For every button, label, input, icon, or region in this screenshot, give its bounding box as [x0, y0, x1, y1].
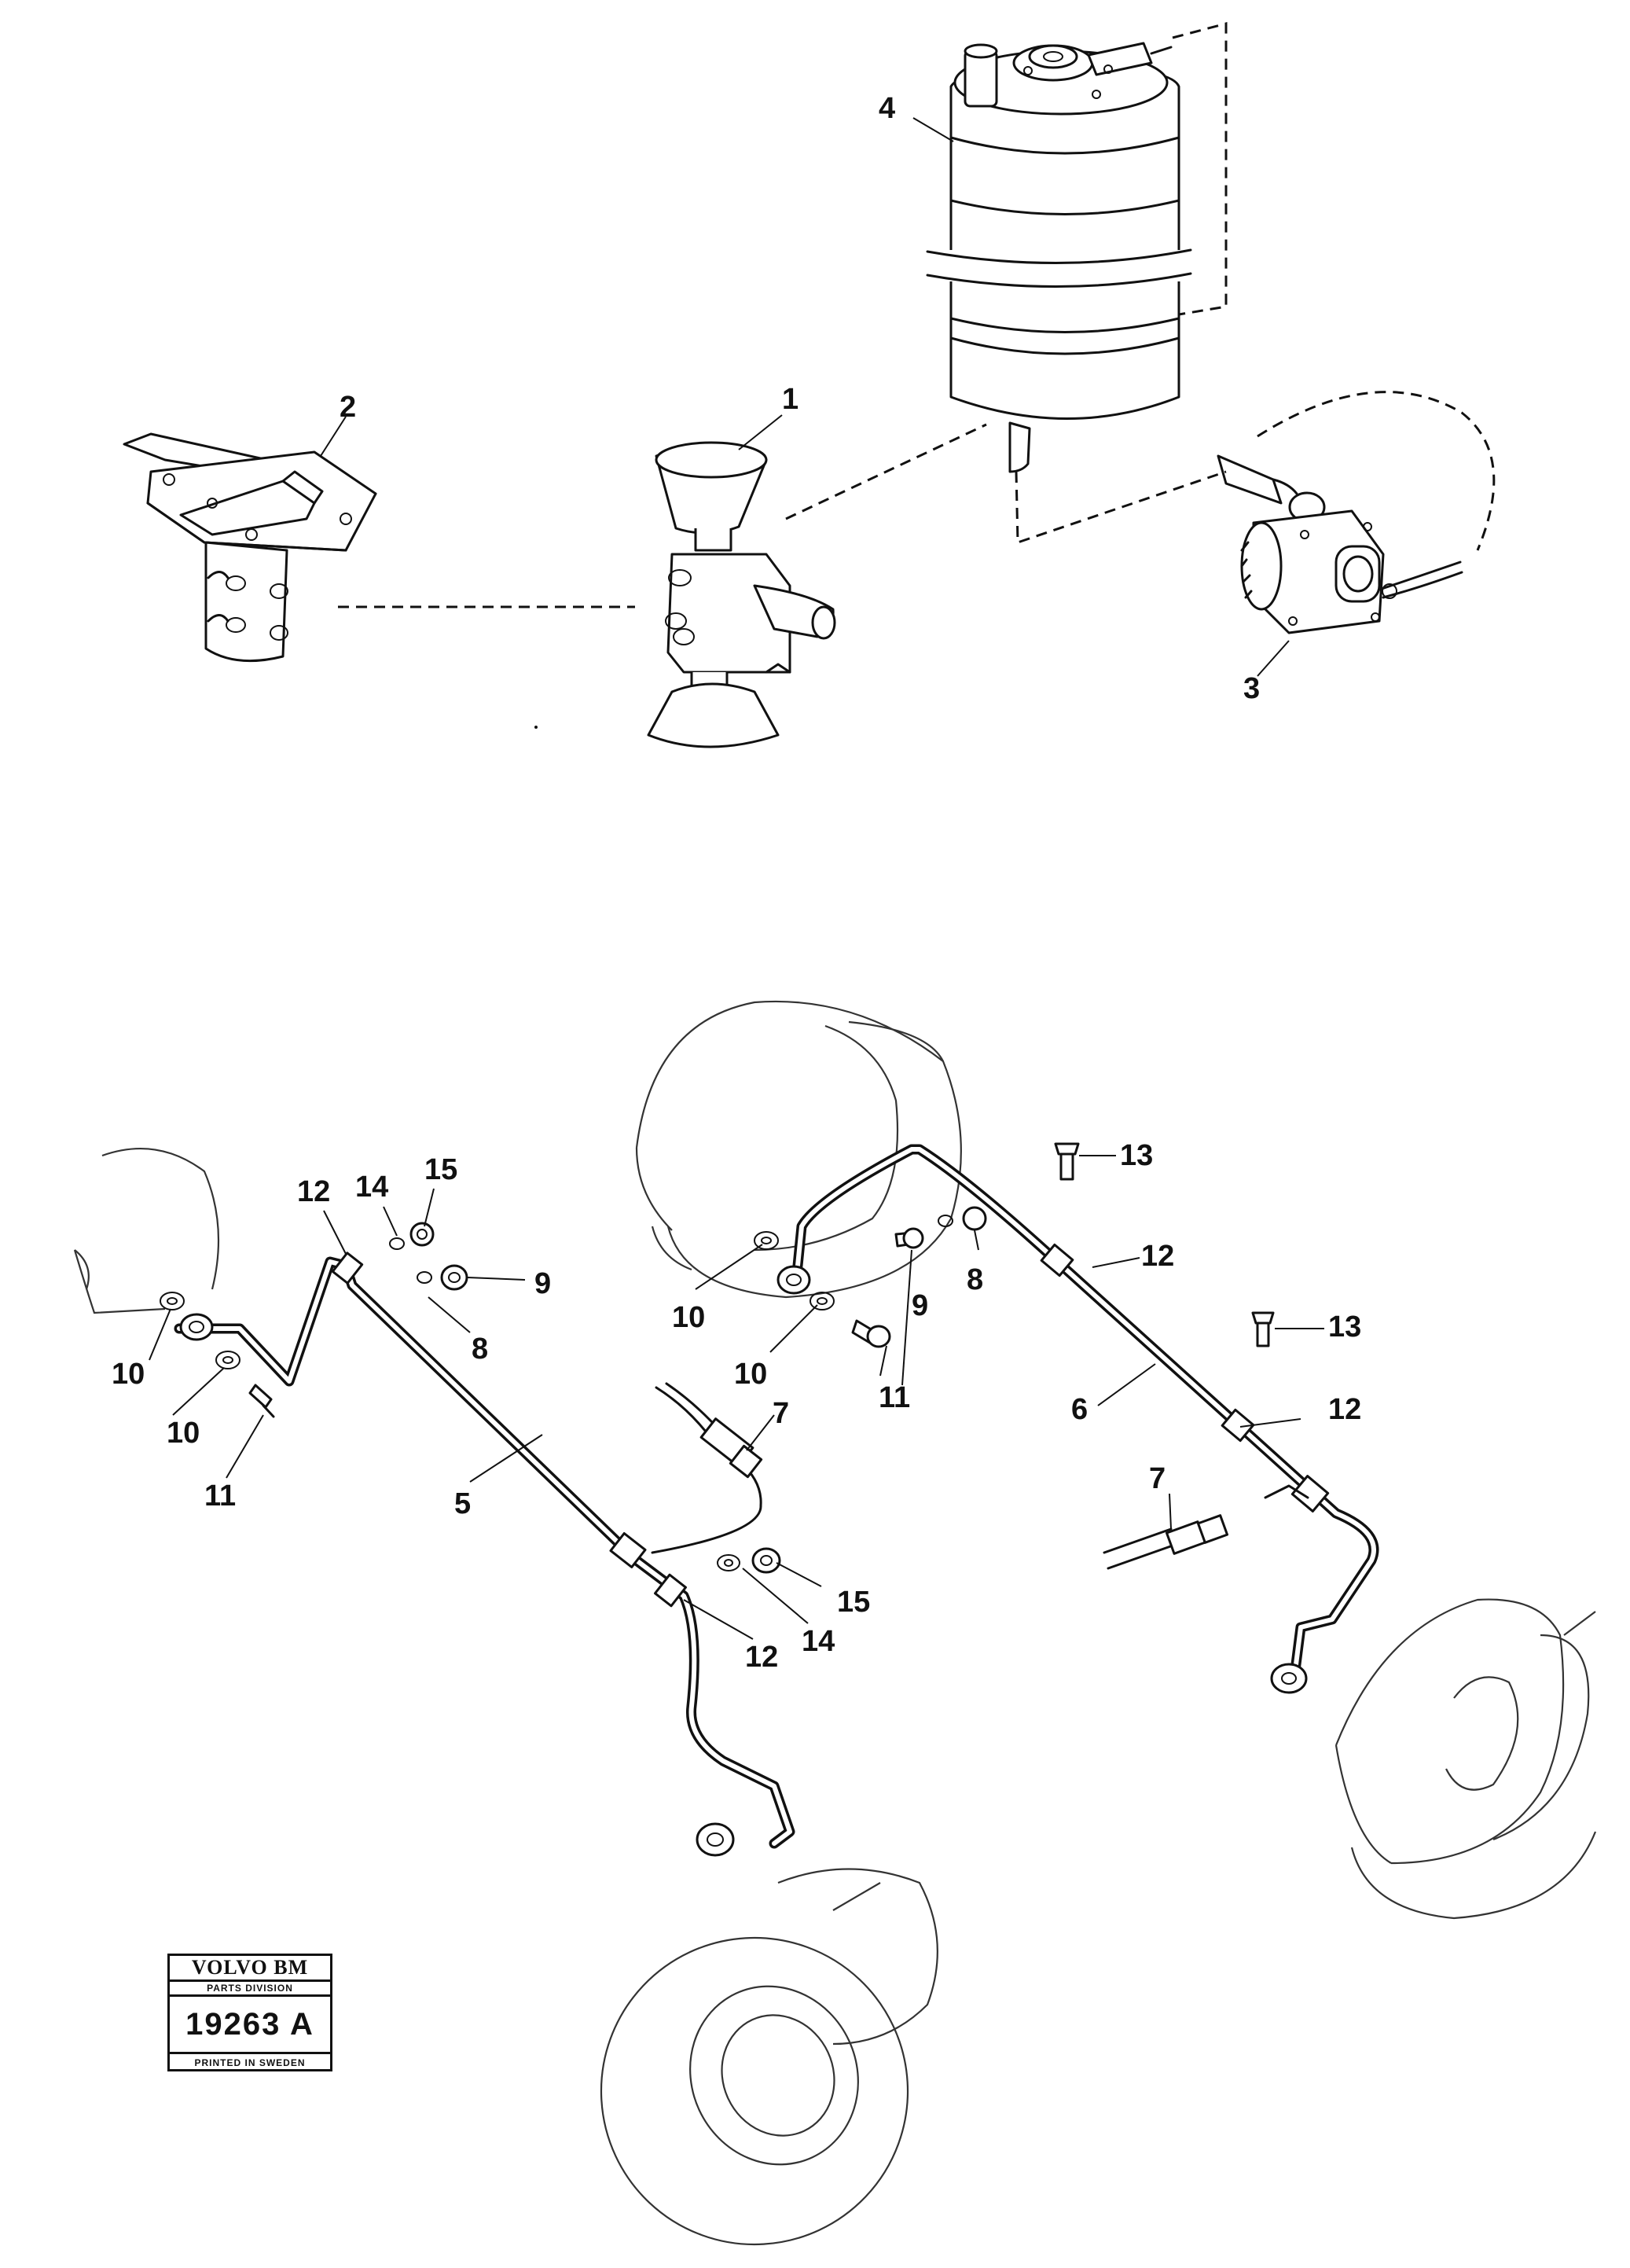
callout-4: 4 — [879, 92, 895, 125]
stamp-number: 19263 A — [170, 1997, 330, 2054]
callout-10c: 10 — [672, 1301, 705, 1334]
callout-9a: 9 — [534, 1267, 551, 1300]
callout-12b: 12 — [745, 1641, 778, 1674]
front-left-wheel-brake — [600, 1868, 938, 2246]
callout-15a: 15 — [424, 1153, 457, 1186]
stamp-division: PARTS DIVISION — [170, 1982, 330, 1997]
stamp-brand: VOLVO BM — [170, 1956, 330, 1982]
callout-3: 3 — [1243, 672, 1260, 705]
callout-11b: 11 — [879, 1381, 910, 1414]
callout-8b: 8 — [967, 1263, 983, 1296]
callout-10d: 10 — [734, 1358, 767, 1391]
callout-labels: 1 2 3 4 5 6 7 7 8 8 9 9 10 10 10 10 11 1… — [112, 92, 1361, 1674]
callout-12d: 12 — [1328, 1393, 1361, 1426]
volvo-bm-parts-stamp: VOLVO BM PARTS DIVISION 19263 A PRINTED … — [167, 1954, 332, 2071]
callout-1: 1 — [782, 383, 798, 416]
callout-14b: 14 — [802, 1625, 835, 1658]
callout-6: 6 — [1071, 1393, 1088, 1426]
left-wheel-brake — [73, 1148, 220, 1314]
callout-12a: 12 — [297, 1175, 330, 1208]
hose-fitting-7-left — [655, 1382, 763, 1479]
callout-7b: 7 — [1149, 1462, 1166, 1495]
brake-line-6 — [776, 1144, 1379, 1694]
brake-pedal-valve — [123, 432, 377, 663]
front-right-wheel-brake — [1334, 1598, 1597, 1920]
brake-valve — [647, 441, 836, 748]
hydraulic-connection-lines — [338, 22, 1496, 608]
callout-15b: 15 — [837, 1586, 870, 1619]
callout-14a: 14 — [355, 1171, 388, 1204]
callout-7a: 7 — [773, 1397, 789, 1430]
brake-line-5 — [174, 1252, 795, 1857]
callout-10a: 10 — [112, 1358, 145, 1391]
callout-8a: 8 — [472, 1332, 488, 1366]
callout-13a: 13 — [1120, 1139, 1153, 1172]
callout-13b: 13 — [1328, 1310, 1361, 1344]
callout-2: 2 — [340, 391, 356, 424]
hose-fitting-7-right — [1103, 1514, 1229, 1570]
callout-12c: 12 — [1141, 1240, 1174, 1273]
brake-pump — [1217, 454, 1463, 634]
callout-5: 5 — [454, 1487, 471, 1520]
callout-11a: 11 — [204, 1480, 236, 1513]
fasteners — [160, 1142, 1275, 1574]
callout-leader-lines — [149, 117, 1324, 1640]
stamp-printed: PRINTED IN SWEDEN — [194, 2057, 306, 2068]
rear-left-wheel-brake — [635, 1000, 962, 1299]
callout-10b: 10 — [167, 1417, 200, 1450]
callout-9b: 9 — [912, 1289, 928, 1322]
brake-accumulator — [926, 42, 1192, 473]
